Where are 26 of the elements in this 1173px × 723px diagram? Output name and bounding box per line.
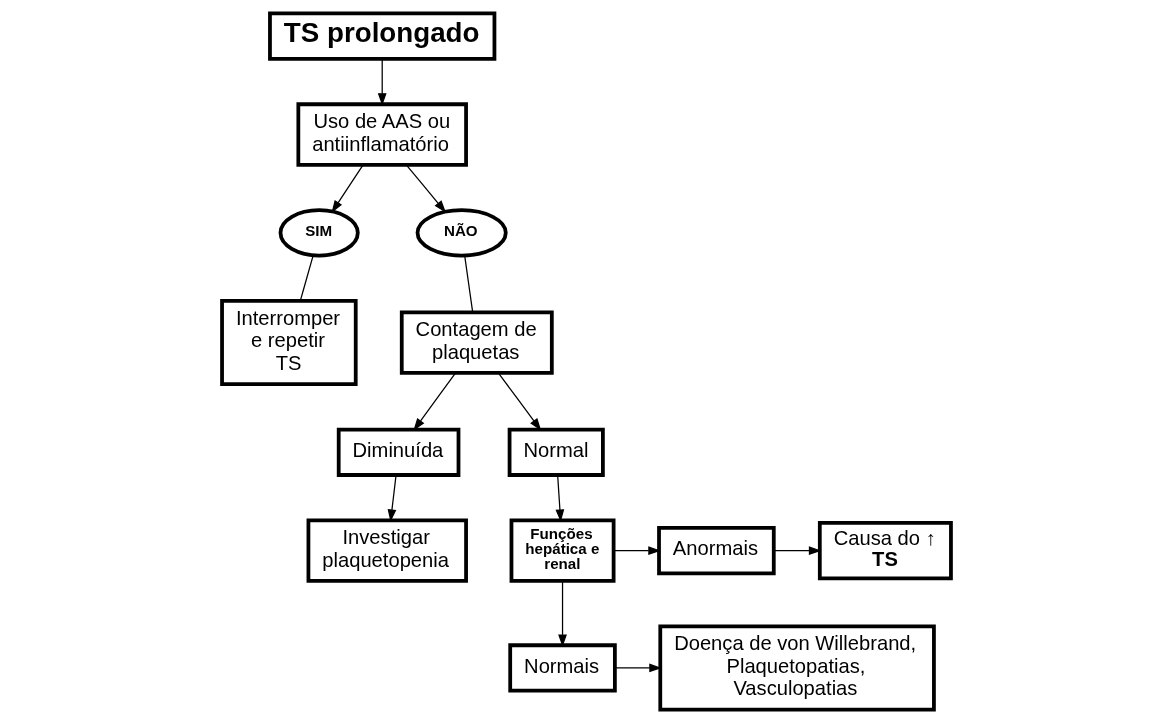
- node-box: Funções hepática e renal: [509, 518, 616, 583]
- node-box: Investigar plaquetopenia: [306, 518, 468, 583]
- node-box: Contagem de plaquetas: [399, 310, 554, 375]
- connector: [299, 254, 314, 302]
- arrow: [773, 546, 822, 556]
- node-box: Uso de AAS ou antiinflamatório: [296, 102, 468, 167]
- arrow: [405, 164, 447, 213]
- node-box: Interromper e repetir TS: [220, 299, 358, 387]
- arrow: [555, 474, 565, 522]
- node-box: Doença de von Willebrand, Plaquetopatias, Vasculopatias: [658, 624, 936, 712]
- node-ellipse: NÃO: [415, 208, 508, 258]
- arrow: [614, 663, 662, 673]
- connector: [464, 255, 474, 313]
- arrow: [331, 164, 364, 213]
- arrow: [613, 546, 661, 556]
- node-box: Normal: [507, 427, 605, 477]
- node-ellipse: SIM: [278, 208, 360, 258]
- node-box: Normais: [508, 643, 617, 693]
- node-box: TS prolongado: [268, 11, 497, 61]
- arrow: [387, 474, 397, 522]
- arrow: [377, 58, 387, 106]
- arrow: [413, 372, 457, 431]
- node-box: Anormais: [657, 526, 776, 576]
- node-box: Causa do ↑ TS: [817, 521, 953, 581]
- arrow: [497, 372, 542, 431]
- node-box: Diminuída: [336, 427, 461, 477]
